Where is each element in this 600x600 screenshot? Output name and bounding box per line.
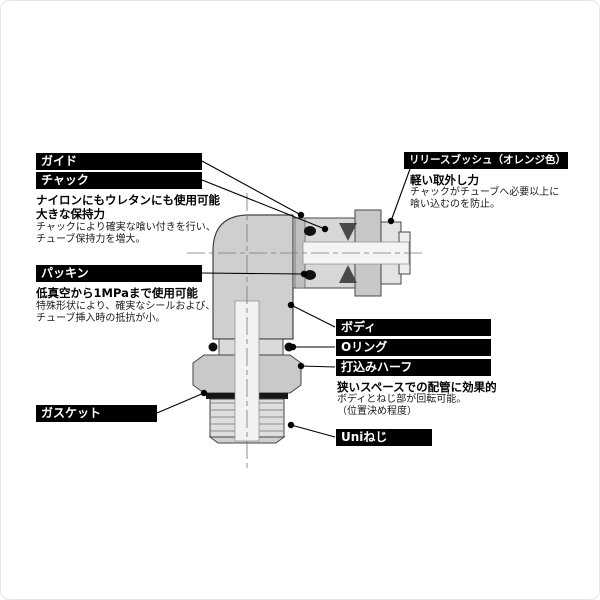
callout-release-label: リリースブッシュ（オレンジ色） [404,152,568,169]
leader-dot-packing [300,270,308,278]
release-note-bold: 軽い取外し力 [410,173,479,187]
leader-guide [201,160,302,216]
release-note-desc-line2: 喰い込むのを防止。 [410,198,500,210]
leader-half [300,365,336,368]
leader-dots [200,211,395,429]
chuck-note-desc: チャックにより確実な喰い付きを行い、 チューブ保持力を増大。 [36,222,216,245]
leader-dot-chuck [321,225,329,233]
leader-body [290,304,336,328]
centerlines [187,193,423,469]
leader-dot-gasket [200,389,208,397]
chuck-note-bold-line2: 大きな保持力 [36,207,105,221]
half-note-desc-line2: （位置決め程度） [337,405,417,417]
packing-part [304,226,316,236]
chuck-note-bold-line1: ナイロンにもウレタンにも使用可能 [36,193,220,207]
packing-note-desc-line1: 特殊形状により、確実なシールおよび、 [36,301,216,312]
leader-dot-half [297,362,305,370]
release-note-desc-line1: チャックがチューブへ必要以上に [410,187,560,198]
half-note-bold-line1: 狭いスペースでの配管に効果的 [337,380,497,394]
leader-chuck [201,179,326,230]
chuck-part [339,223,357,241]
callout-uni-label: Uniねじ [336,429,432,446]
leader-packing [201,272,305,275]
release-note-desc: チャックがチューブへ必要以上に 喰い込むのを防止。 [410,187,559,210]
leader-release [390,168,411,222]
callout-guide-label: ガイド [36,153,202,170]
half-note-desc-line1: ボディとねじ部が回転可能。 [337,394,467,405]
oring-part-mirror [208,342,218,352]
packing-note-desc: 特殊形状により、確実なシールおよび、 チューブ挿入時の抵抗が小。 [36,301,215,324]
packing-note-desc-line2: チューブ挿入時の抵抗が小。 [36,312,166,324]
callout-packing-label: パッキン [36,265,202,282]
leader-dot-release [387,217,395,225]
leader-uni [290,424,336,438]
packing-note-bold: 低真空から1MPaまで使用可能 [36,286,198,300]
callout-body-label: ボディ [336,319,491,336]
packing-note-bold-line1: 低真空から1MPaまで使用可能 [36,286,198,300]
callout-half-label: 打込みハーフ [336,359,491,376]
leader-dot-oring [289,343,297,351]
half-note-desc: ボディとねじ部が回転可能。 （位置決め程度） [337,394,466,417]
half-note-bold: 狭いスペースでの配管に効果的 [337,380,497,394]
packing-part-mirror [304,270,316,280]
leader-lines [156,160,411,438]
release-note-bold-line1: 軽い取外し力 [410,173,479,187]
leader-gasket [156,392,205,414]
callout-oring-label: Oリング [336,339,491,356]
leader-dot-body [287,301,295,309]
callout-gasket-label: ガスケット [36,405,157,422]
leader-dot-guide [297,211,305,219]
leader-dot-uni [287,421,295,429]
callout-chuck-label: チャック [36,172,202,189]
chuck-note-desc-line2: チューブ保持力を増大。 [36,233,146,245]
chuck-note-bold: ナイロンにもウレタンにも使用可能 大きな保持力 [36,193,220,221]
chuck-note-desc-line1: チャックにより確実な喰い付きを行い、 [36,222,216,233]
chuck-part-mirror [339,265,357,283]
